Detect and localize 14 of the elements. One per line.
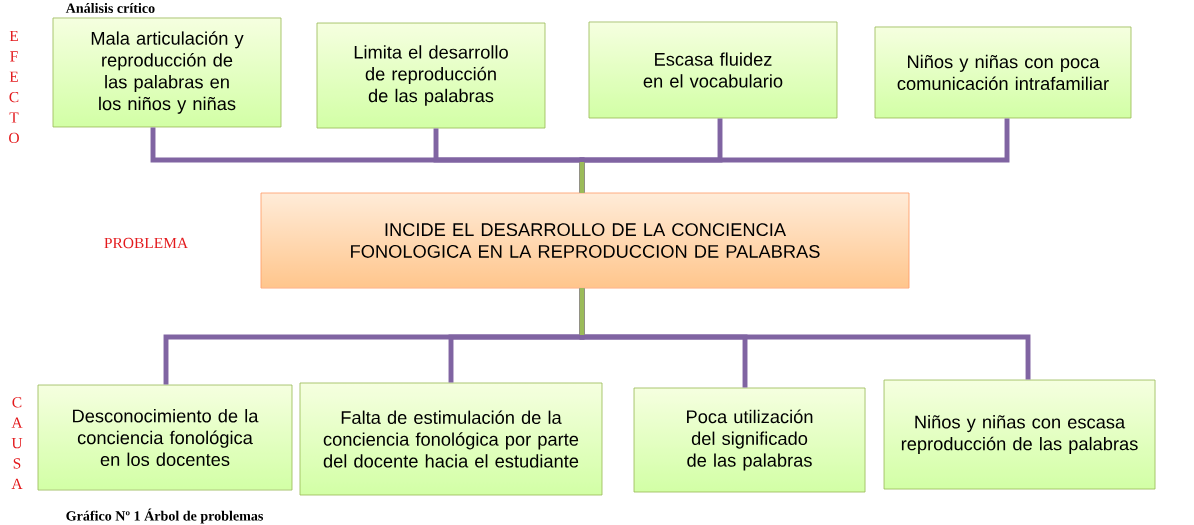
cause-box: Desconocimiento de la conciencia fonológica en los docentes bbox=[37, 384, 293, 491]
effect-box: Mala articulación y reproducción de las palabras en los niños y niñas bbox=[52, 17, 282, 128]
section-label: E F E C T O bbox=[9, 30, 19, 144]
section-label: C A U S A bbox=[11, 397, 23, 489]
cause-box: Niños y niñas con escasa reproducción de las palabras bbox=[883, 379, 1156, 490]
effect-box: Escasa fluidez en el vocabulario bbox=[588, 21, 838, 119]
effect-box: Niños y niñas con poca comunicación intrafamiliar bbox=[874, 26, 1132, 119]
cause-box: Poca utilización del significado de las palabras bbox=[633, 387, 866, 493]
section-label: PROBLEMA bbox=[104, 237, 188, 249]
problem-box: INCIDE EL DESARROLLO DE LA CONCIENCIA FONOLOGICA EN LA REPRODUCCION DE PALABRAS bbox=[260, 192, 910, 289]
caption: Gráfico Nº 1 Árbol de problemas bbox=[66, 508, 264, 524]
title: Análisis crítico bbox=[65, 3, 155, 13]
effect-box: Limita el desarrollo de reproducción de las palabras bbox=[316, 22, 546, 129]
cause-box: Falta de estimulación de la conciencia fonológica por parte del docente hacia el estudiante bbox=[299, 382, 603, 496]
